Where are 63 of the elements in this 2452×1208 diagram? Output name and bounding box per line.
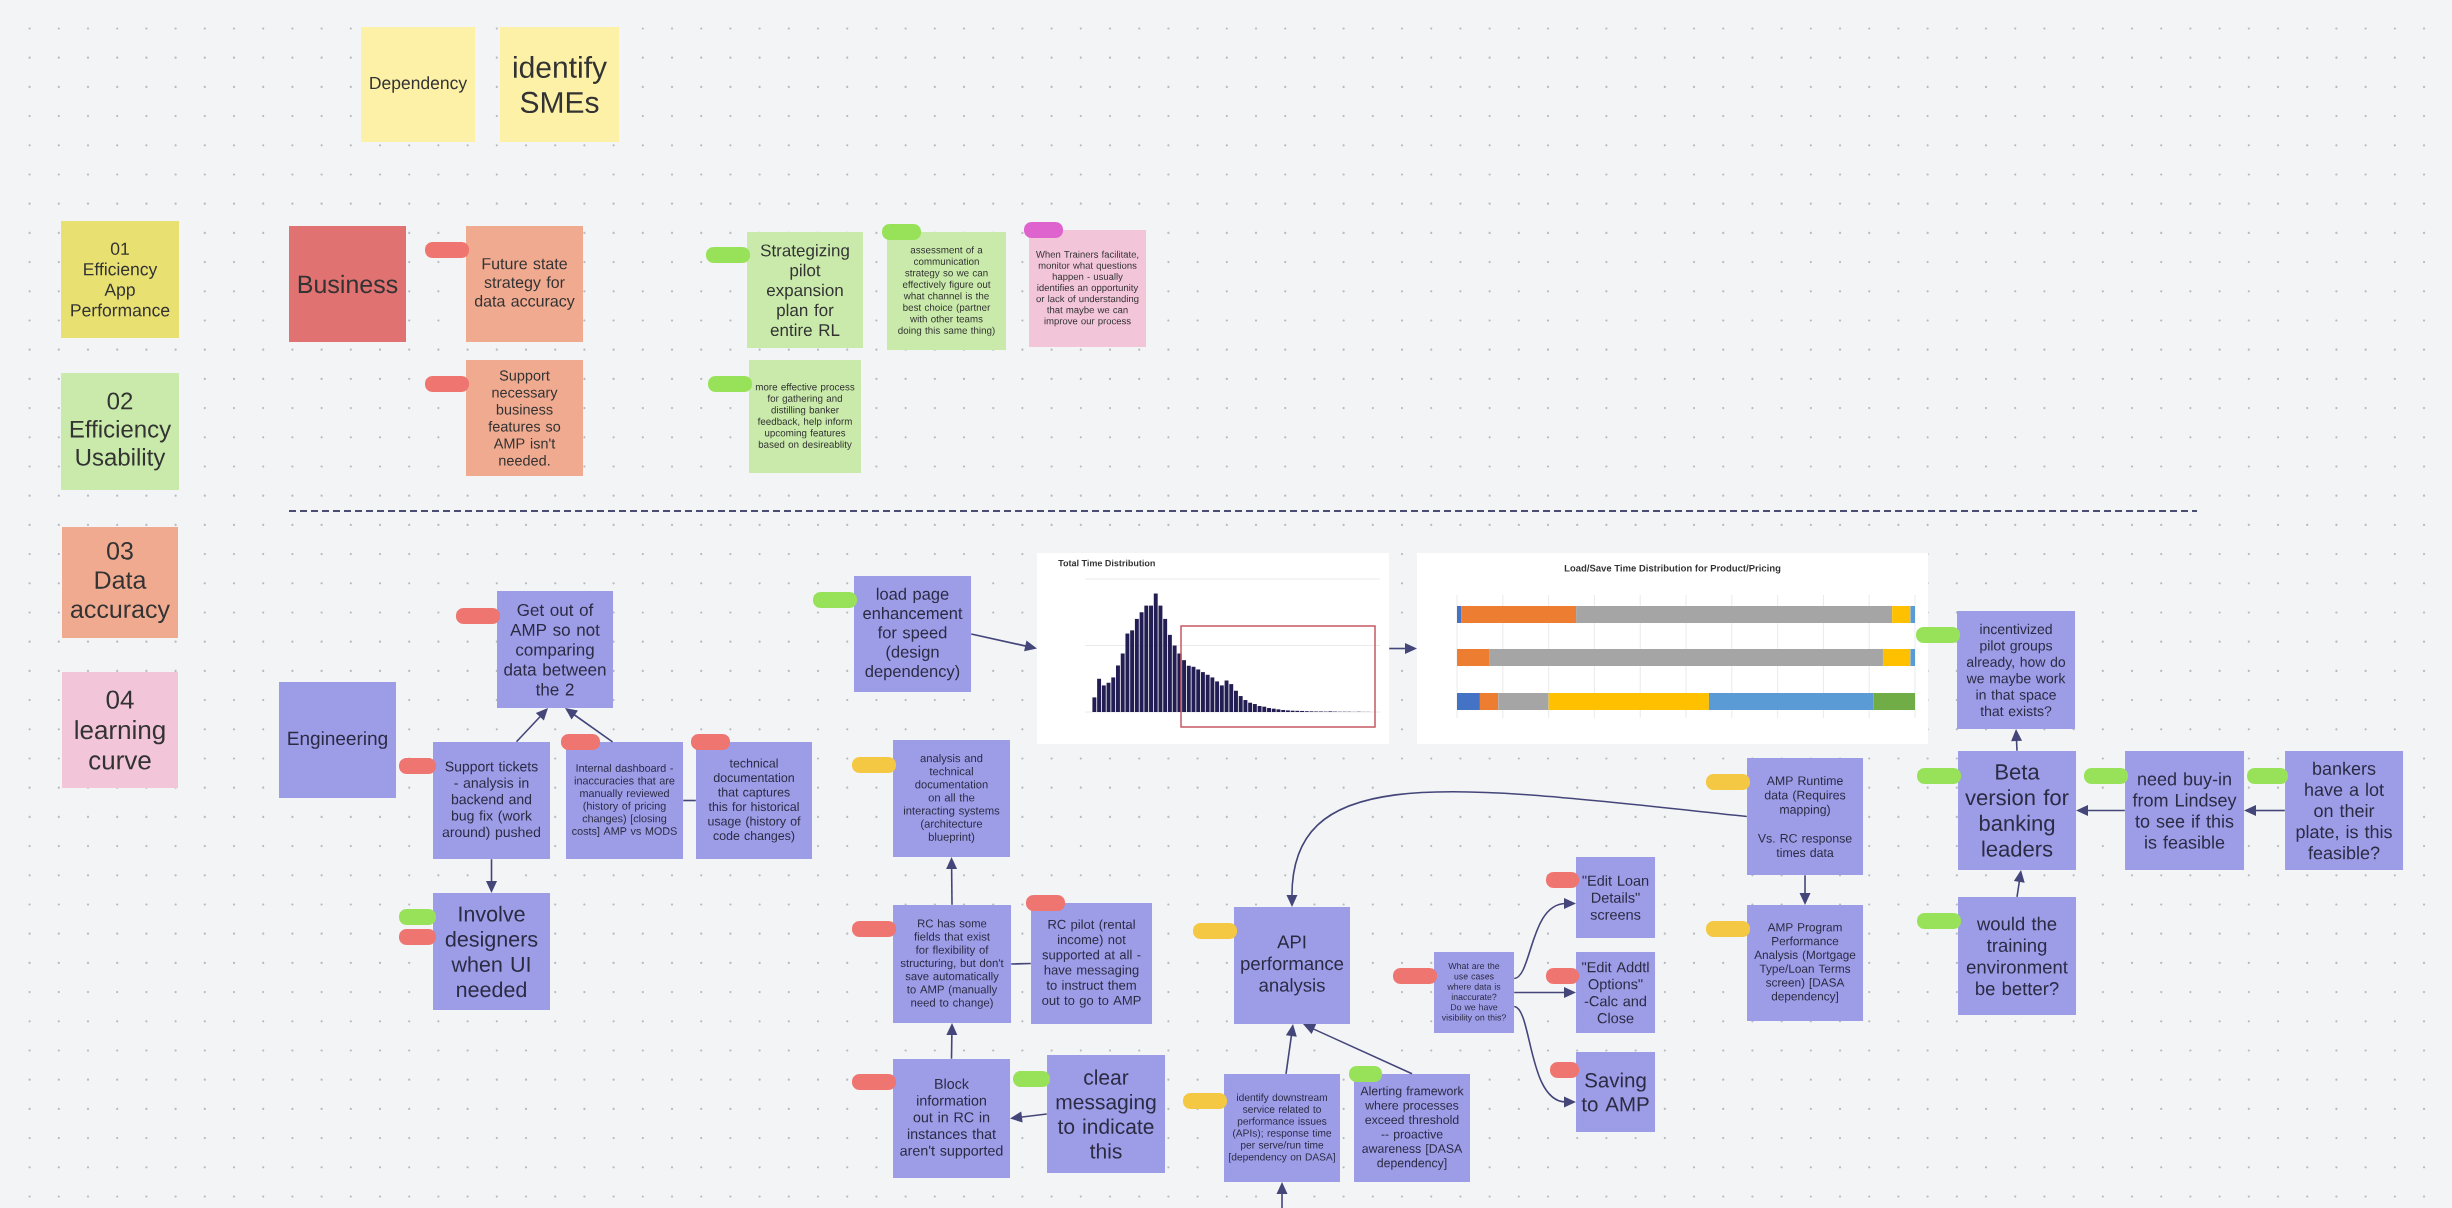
sticky-note: Strategizing pilot expansion plan for entire RL bbox=[747, 232, 863, 348]
sticky-note: Beta version for banking leaders bbox=[1958, 751, 2076, 870]
sticky-note: would the training environment be better? bbox=[1958, 897, 2076, 1015]
arrow bbox=[1010, 1111, 1048, 1123]
connector-line bbox=[1010, 962, 1032, 965]
sticky-note: "Edit Loan Details" screens bbox=[1576, 857, 1655, 938]
arrow bbox=[2244, 805, 2286, 816]
sticky-note: Dependency bbox=[361, 27, 475, 142]
arrow bbox=[1276, 1182, 1288, 1208]
sticky-note: assessment of a communication strategy so we can effectively figure out what channel is the best choice (partner with other teams doing this same thing) bbox=[887, 232, 1006, 350]
sticky-note: API performance analysis bbox=[1234, 907, 1350, 1024]
sticky-note: Support tickets - analysis in backend and bug fix (work around) pushed bbox=[433, 742, 550, 859]
arrow bbox=[946, 1023, 958, 1060]
chart-title: Load/Save Time Distribution for Product/Pricing bbox=[1564, 564, 1781, 574]
sticky-note: When Trainers facilitate, monitor what questions happen - usually identifies an opportunity or lack of understanding that maybe we can improve our process bbox=[1029, 230, 1146, 347]
arrow bbox=[1388, 643, 1417, 654]
sticky-note: load page enhancement for speed (design dependency) bbox=[854, 576, 971, 692]
connector-line bbox=[682, 799, 697, 802]
sticky-note: Get out of AMP so not comparing data between the 2 bbox=[497, 591, 613, 708]
arrow bbox=[1513, 1005, 1576, 1108]
sticky-note: identify SMEs bbox=[500, 27, 619, 142]
arrow bbox=[946, 857, 958, 906]
sticky-note: clear messaging to indicate this bbox=[1047, 1055, 1165, 1173]
arrow bbox=[486, 858, 497, 893]
arrow bbox=[1303, 1024, 1413, 1075]
sticky-note: technical documentation that captures this for historical usage (history of code changes) bbox=[696, 742, 812, 859]
sticky-note: analysis and technical documentation on all the interacting systems (architecture blueprint) bbox=[893, 740, 1010, 857]
arrow bbox=[1286, 790, 1748, 907]
sticky-note: Involve designers when UI needed bbox=[433, 893, 550, 1010]
sticky-note: AMP Program Performance Analysis (Mortgage Type/Loan Terms screen) [DASA dependency] bbox=[1747, 905, 1863, 1021]
arrow bbox=[2076, 805, 2126, 816]
sticky-note: 01 Efficiency App Performance bbox=[61, 221, 179, 338]
sticky-note: AMP Runtime data (Requires mapping) Vs. RC response times data bbox=[1747, 758, 1863, 875]
sticky-note: Alerting framework where processes exceed threshold -- proactive awareness [DASA dependency] bbox=[1354, 1074, 1470, 1182]
sticky-note: "Edit Addtl Options" -Calc and Close bbox=[1576, 952, 1655, 1033]
sticky-note: more effective process for gathering and distilling banker feedback, help inform upcoming features based on desireablity bbox=[749, 360, 861, 473]
sticky-note: Business bbox=[289, 226, 406, 342]
arrow bbox=[1285, 1024, 1297, 1075]
arrow bbox=[565, 708, 614, 743]
sticky-note: Engineering bbox=[279, 682, 396, 798]
arrow bbox=[1513, 987, 1576, 998]
sticky-note: 04 learning curve bbox=[62, 672, 178, 788]
sticky-note: identify downstream service related to performance issues (APIs); response time per serve/run time [dependency on DASA] bbox=[1224, 1074, 1340, 1182]
arrow bbox=[2013, 870, 2025, 898]
sticky-note: incentivized pilot groups already, how do we maybe work in that space that exists? bbox=[1957, 611, 2075, 729]
sticky-note: RC has some fields that exist for flexibility of structuring, but don't save automatically to AMP (manually need to change) bbox=[893, 905, 1011, 1023]
sticky-note: Future state strategy for data accuracy bbox=[466, 226, 583, 342]
chart-title: Total Time Distribution bbox=[1058, 559, 1155, 567]
sticky-note: need buy-in from Lindsey to see if this is feasible bbox=[2125, 751, 2245, 870]
sticky-note: Internal dashboard - inaccuracies that are manually reviewed (history of pricing changes) [closing costs] AMP vs MODS bbox=[566, 742, 683, 859]
sticky-note: Support necessary business features so AMP isn't needed. bbox=[466, 360, 583, 476]
arrow bbox=[1799, 874, 1811, 905]
arrow bbox=[2011, 729, 2023, 752]
arrow bbox=[970, 633, 1037, 652]
sticky-note: Saving to AMP bbox=[1576, 1052, 1655, 1132]
sticky-note: Block information out in RC in instances that aren't supported bbox=[893, 1059, 1010, 1178]
sticky-note: bankers have a lot on their plate, is this feasible? bbox=[2285, 751, 2404, 870]
arrow bbox=[1513, 898, 1576, 980]
sticky-note: 03 Data accuracy bbox=[62, 527, 178, 638]
arrow bbox=[515, 708, 548, 743]
sticky-note: 02 Efficiency Usability bbox=[61, 373, 179, 490]
sticky-note: What are the use cases where data is inaccurate? Do we have visibility on this? bbox=[1434, 952, 1514, 1033]
sticky-note: RC pilot (rental income) not supported at all - have messaging to instruct them out to go to AMP bbox=[1031, 903, 1152, 1024]
